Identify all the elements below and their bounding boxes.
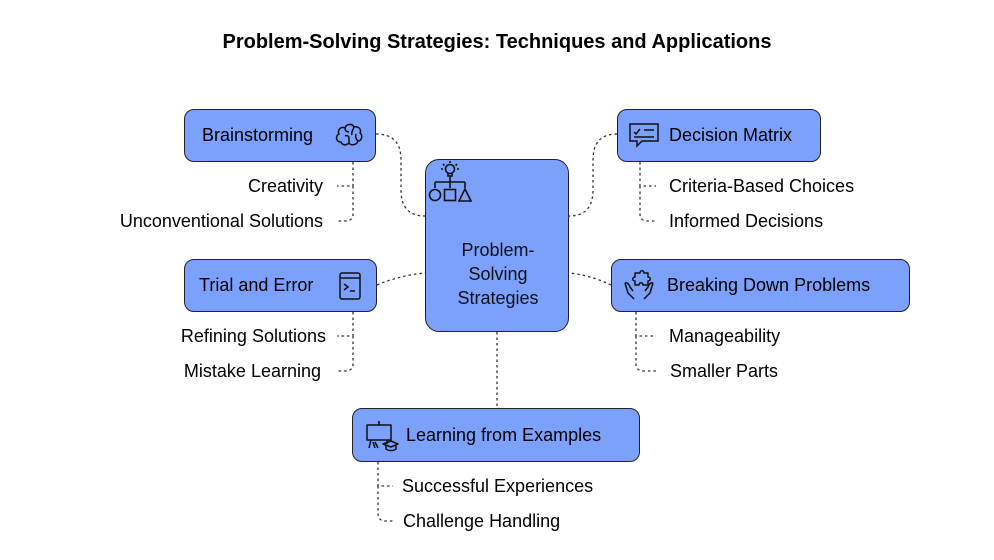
leaf-connector-successful: [377, 462, 393, 487]
leaf-connector-refining: [337, 312, 354, 337]
teacher-board-icon: [365, 420, 399, 452]
learning-from-examples-label: Learning from Examples: [406, 424, 602, 445]
connector-brainstorming: [375, 133, 426, 217]
leaf-creativity: Creativity: [247, 176, 323, 196]
leaf-connector-criteria: [639, 162, 656, 187]
leaf-connector-informed: [639, 186, 656, 222]
leaf-connector-mistake: [337, 336, 354, 372]
leaf-successful-experiences: Successful Experiences: [402, 476, 594, 496]
breaking-down-problems-label: Breaking Down Problems: [667, 275, 871, 295]
learning-from-examples-node[interactable]: Learning from Examples: [352, 408, 640, 462]
leaf-smaller-parts: Smaller Parts: [670, 361, 779, 381]
brain-icon: [333, 120, 365, 152]
leaf-unconventional-solutions: Unconventional Solutions: [119, 211, 323, 231]
connector-trial-and-error: [376, 272, 426, 286]
leaf-challenge-handling: Challenge Handling: [403, 511, 561, 531]
decision-matrix-node[interactable]: Decision Matrix: [617, 109, 821, 162]
brainstorming-node[interactable]: Brainstorming: [184, 109, 376, 162]
decision-matrix-label: Decision Matrix: [669, 125, 793, 145]
brainstorming-label: Brainstorming: [202, 125, 314, 145]
leaf-connector-smaller: [635, 336, 656, 372]
leaf-criteria-based-choices: Criteria-Based Choices: [669, 176, 855, 196]
trial-and-error-node[interactable]: Trial and Error: [184, 259, 377, 312]
diagram-title: Problem-Solving Strategies: Techniques a…: [222, 31, 772, 53]
connector-decision-matrix: [568, 133, 618, 217]
leaf-refining-solutions: Refining Solutions: [180, 326, 326, 346]
leaf-connector-challenge: [377, 486, 393, 522]
leaf-connector-unconventional: [337, 186, 354, 222]
leaf-connector-manageability: [635, 312, 656, 337]
leaf-connector-creativity: [337, 162, 354, 187]
leaf-manageability: Manageability: [669, 326, 781, 346]
checklist-chat-icon: [628, 121, 662, 151]
leaf-mistake-learning: Mistake Learning: [183, 361, 321, 381]
terminal-icon: [337, 271, 365, 301]
leaf-informed-decisions: Informed Decisions: [669, 211, 824, 231]
hierarchy-lightbulb-icon: [426, 161, 474, 212]
breaking-down-problems-node[interactable]: Breaking Down Problems: [611, 259, 910, 312]
connector-breaking-down: [568, 272, 612, 286]
trial-and-error-label: Trial and Error: [199, 275, 314, 295]
puzzle-hands-icon: [622, 269, 656, 303]
